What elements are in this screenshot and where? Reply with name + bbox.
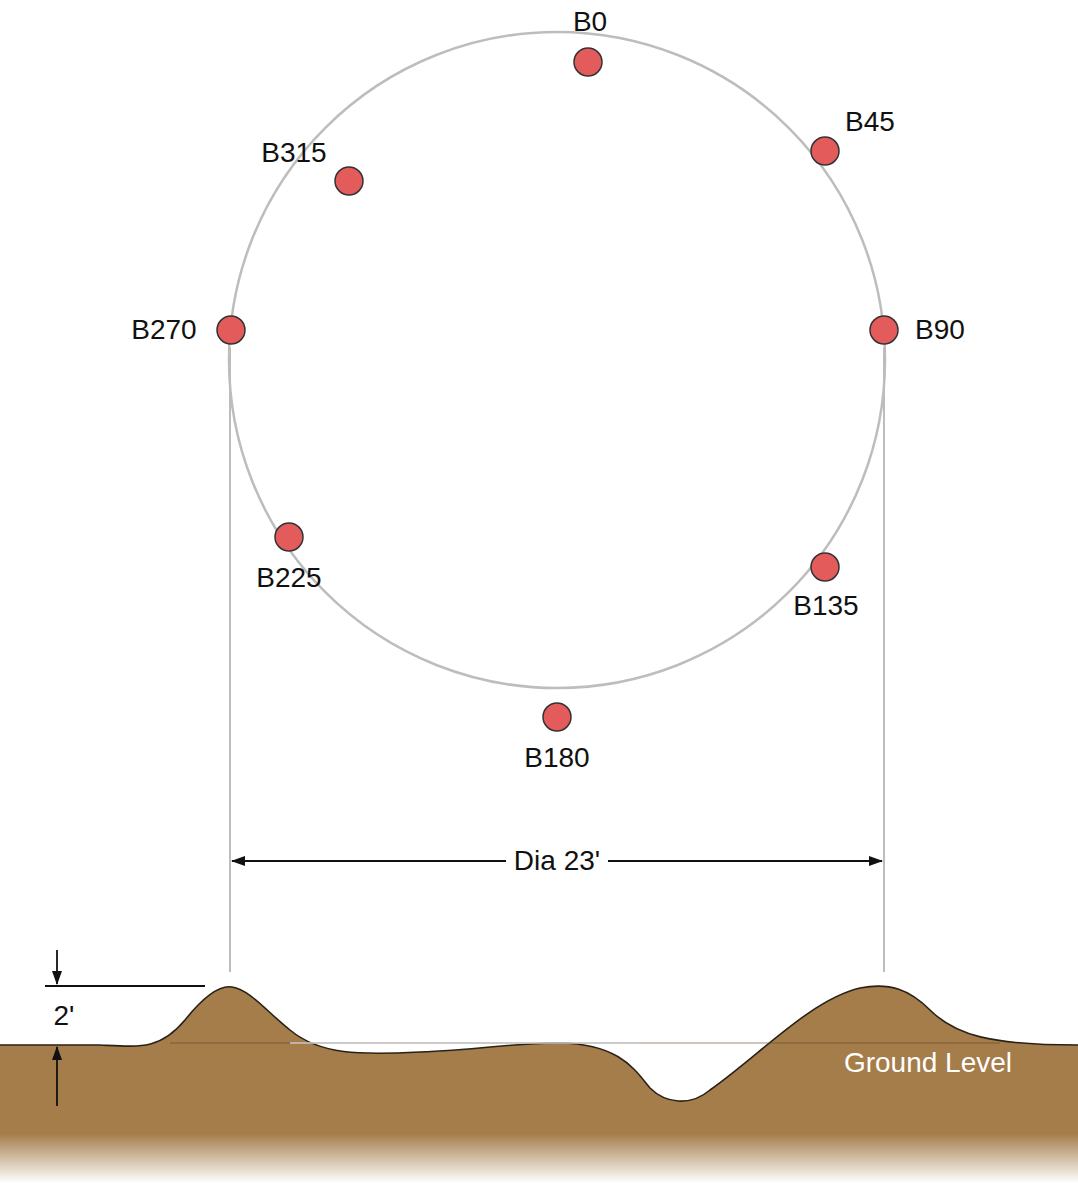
boring-label: B270	[131, 315, 196, 346]
boring-circle	[229, 32, 885, 688]
boring-label: B45	[845, 107, 895, 138]
ground-profile	[0, 986, 1078, 1183]
projection-lines	[230, 348, 884, 972]
ground-label: Ground Level	[844, 1048, 1012, 1079]
dimension-label: 2'	[54, 1001, 75, 1032]
height-dimension	[45, 950, 205, 1106]
boring-dots	[217, 48, 898, 731]
boring-label: B135	[793, 591, 858, 622]
boring-label: B0	[573, 7, 607, 38]
dimension-label: Dia 23'	[506, 846, 608, 877]
boring-label: B90	[915, 315, 965, 346]
boring-label: B180	[524, 743, 589, 774]
boring-label: B225	[256, 563, 321, 594]
boring-label: B315	[261, 138, 326, 169]
